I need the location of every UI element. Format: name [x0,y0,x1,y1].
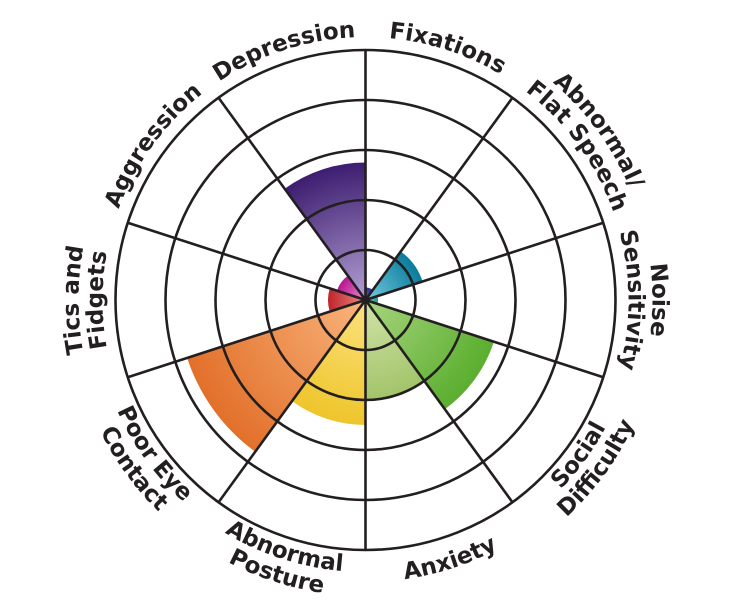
category-label: Anxiety [401,531,500,585]
grid-spoke [217,299,367,504]
sector-depression [284,162,366,300]
category-label: Fidgets [82,249,112,351]
grid-spoke [364,96,514,301]
grid-spoke [365,298,604,379]
category-label: Fixations [388,18,511,79]
label-0: Fixations [388,18,511,79]
grid-spoke [364,299,514,504]
category-label: Tics and [58,244,89,357]
sector-abnormal-flat-speech [365,251,423,300]
grid-spoke [365,221,604,302]
category-label: Sensitivity [614,227,649,372]
sector-poor-eye-contact [187,300,366,452]
center-dot [361,296,370,304]
grid-spoke [217,96,367,301]
sector-tics-and-fidgets [328,288,366,312]
sectors [187,162,494,452]
grid [114,48,617,552]
grid-spoke [127,298,366,379]
sector-anxiety [365,300,425,400]
sector-abnormal-posture [292,300,366,425]
category-label: Aggression [100,78,207,212]
grid-spoke [127,221,366,302]
sector-social-difficulty [365,300,494,410]
label-4: Anxiety [401,531,500,585]
label-1: Abnormal/Flat Speech [522,67,649,214]
sector-aggression [336,275,366,300]
category-label: Noise [644,262,672,338]
label-8: Aggression [100,78,207,212]
